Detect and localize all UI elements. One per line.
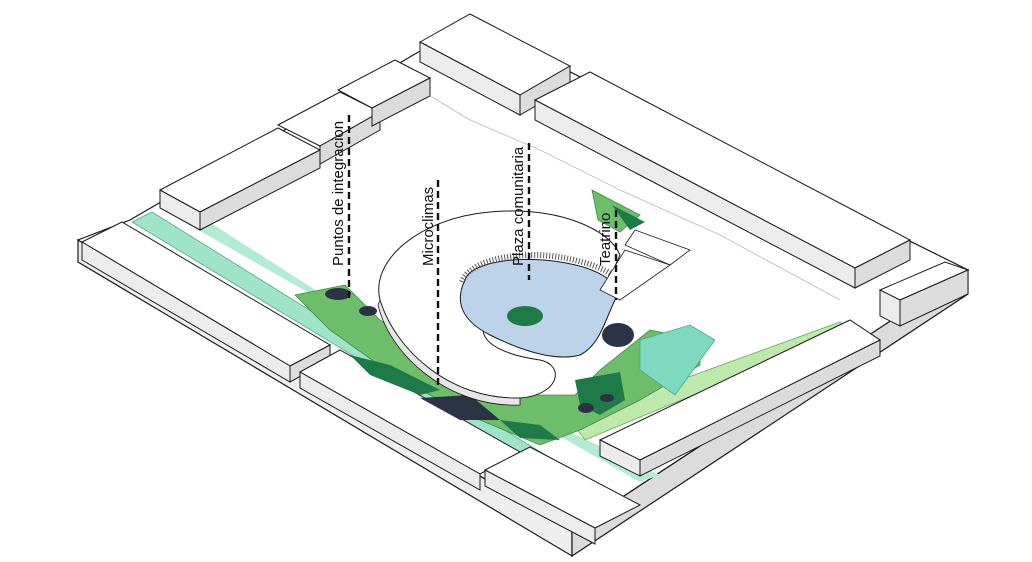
teal-patch bbox=[639, 324, 716, 396]
back-buildings bbox=[158, 13, 912, 301]
seating-elements bbox=[325, 288, 614, 413]
labels: Puntos de integracion Microclimas Plaza … bbox=[330, 121, 614, 266]
teatrino bbox=[591, 189, 691, 301]
label-microclimas: Microclimas bbox=[420, 187, 437, 266]
front-buildings bbox=[80, 221, 881, 545]
plaza bbox=[459, 252, 634, 358]
right-building bbox=[878, 261, 970, 327]
label-teatrino: Teatrino bbox=[597, 213, 614, 266]
leader-lines bbox=[347, 115, 618, 388]
label-puntos: Puntos de integracion bbox=[330, 121, 347, 266]
label-plaza: Plaza comunitaria bbox=[510, 146, 527, 266]
